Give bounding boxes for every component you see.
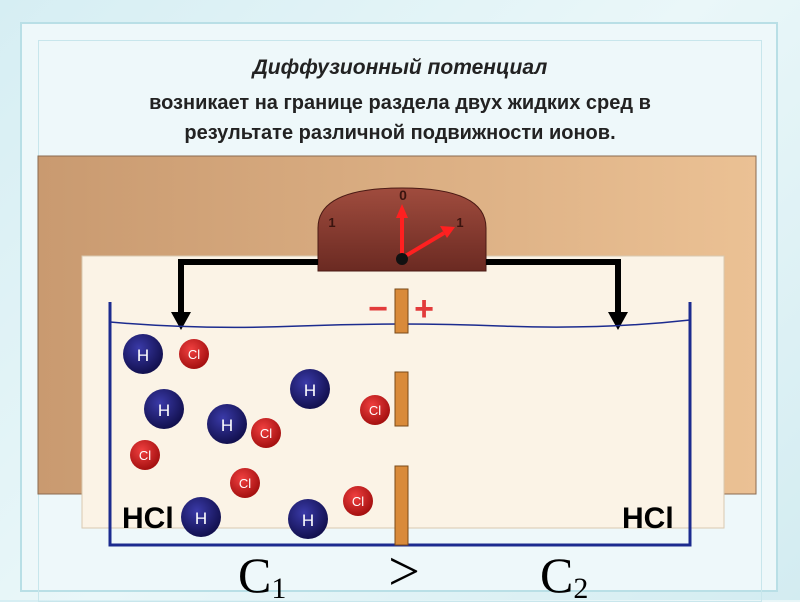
h-ion: H bbox=[288, 499, 328, 539]
solution-label-left: HCl bbox=[122, 502, 174, 535]
polarity-minus: − bbox=[368, 290, 388, 328]
cl-ion-label: Cl bbox=[260, 426, 272, 441]
polarity-plus: + bbox=[414, 290, 434, 328]
cl-ion-label: Cl bbox=[369, 403, 381, 418]
subtitle-line-1: возникает на границе раздела двух жидких… bbox=[149, 92, 651, 114]
concentration-right: C2 bbox=[540, 547, 588, 600]
cl-ion-label: Cl bbox=[139, 448, 151, 463]
cl-ion-label: Cl bbox=[352, 494, 364, 509]
subtitle-line-2: результате различной подвижности ионов. bbox=[184, 122, 616, 144]
concentration-right-symbol: C bbox=[540, 547, 573, 600]
concentration-relation: > bbox=[388, 541, 420, 600]
cl-ion: Cl bbox=[130, 440, 160, 470]
h-ion-label: H bbox=[304, 381, 316, 400]
concentration-left-symbol: C bbox=[238, 547, 271, 600]
left-electrode-wire bbox=[178, 259, 318, 314]
h-ion: H bbox=[181, 497, 221, 537]
meter-needle-deflected-tip bbox=[440, 226, 455, 238]
left-electrode-arrow bbox=[171, 312, 191, 330]
meter-scale-right: 1 bbox=[456, 215, 463, 230]
cl-ion: Cl bbox=[179, 339, 209, 369]
cl-ion-label: Cl bbox=[239, 476, 251, 491]
cl-ion: Cl bbox=[251, 418, 281, 448]
right-electrode-wire bbox=[486, 259, 621, 314]
right-electrode-arrow bbox=[608, 312, 628, 330]
h-ion: H bbox=[290, 369, 330, 409]
meter-scale-left: 1 bbox=[328, 215, 335, 230]
cl-ion: Cl bbox=[230, 468, 260, 498]
meter-pivot bbox=[396, 253, 408, 265]
slide-title: Диффузионный потенциал bbox=[252, 56, 548, 79]
h-ion-label: H bbox=[195, 509, 207, 528]
h-ion-label: H bbox=[221, 416, 233, 435]
slide-subtitle: возникает на границе раздела двух жидких… bbox=[0, 88, 800, 148]
h-ion: H bbox=[123, 334, 163, 374]
cl-ion-label: Cl bbox=[188, 347, 200, 362]
h-ion-label: H bbox=[302, 511, 314, 530]
cl-ion: Cl bbox=[343, 486, 373, 516]
meter-needle-deflected bbox=[400, 231, 446, 260]
membrane-segment-1 bbox=[394, 288, 409, 334]
h-ion-label: H bbox=[137, 346, 149, 365]
meter-needle-vertical-tip bbox=[396, 204, 408, 218]
membrane-segment-2 bbox=[394, 371, 409, 427]
solution-label-right: HCl bbox=[622, 502, 674, 535]
concentration-left-subscript: 1 bbox=[271, 572, 286, 600]
cl-ion: Cl bbox=[360, 395, 390, 425]
h-ion: H bbox=[207, 404, 247, 444]
concentration-left: C1 bbox=[238, 547, 286, 600]
h-ion-label: H bbox=[158, 401, 170, 420]
membrane-segment-3 bbox=[394, 465, 409, 546]
concentration-right-subscript: 2 bbox=[573, 572, 588, 600]
meter-scale-zero: 0 bbox=[399, 187, 407, 203]
h-ion: H bbox=[144, 389, 184, 429]
